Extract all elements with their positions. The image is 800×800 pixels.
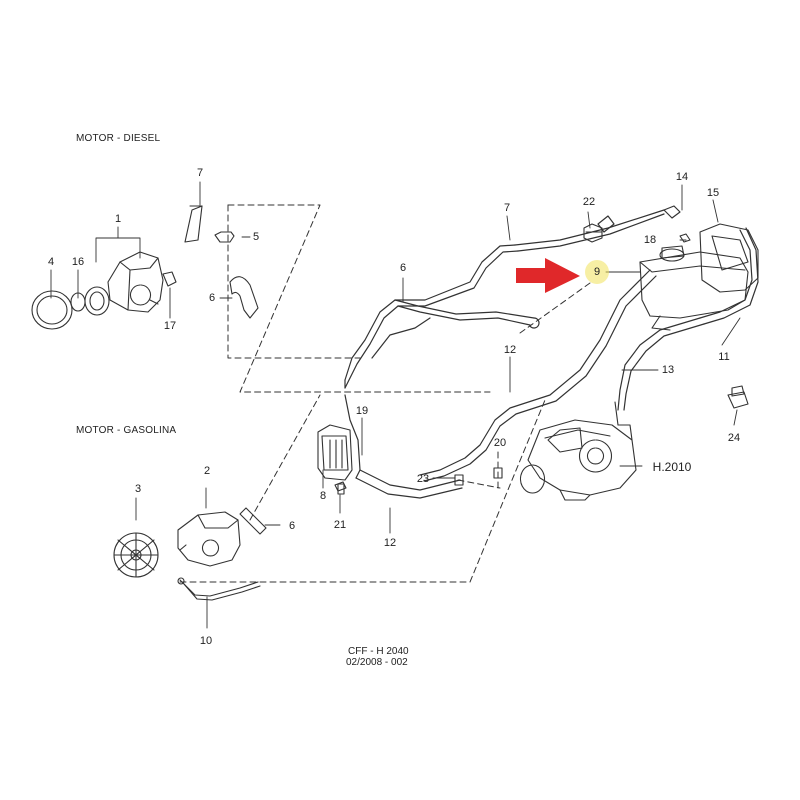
- part-label-17: 17: [163, 320, 177, 332]
- part-label-8: 8: [319, 490, 327, 502]
- fitting-24: [727, 385, 749, 409]
- part-label-6b: 6: [399, 262, 407, 274]
- part-label-1: 1: [114, 213, 122, 225]
- reference-code: CFF - H 2040: [348, 646, 409, 657]
- red-arrow-icon: [516, 258, 580, 293]
- part-label-4: 4: [47, 256, 55, 268]
- small-fittings: [337, 467, 503, 495]
- left-hoses: [184, 205, 259, 319]
- part-label-21: 21: [333, 519, 347, 531]
- part-label-3: 3: [134, 483, 142, 495]
- cooler-group: [317, 424, 353, 492]
- part-label-7b: 7: [503, 202, 511, 214]
- part-label-15: 15: [706, 187, 720, 199]
- diesel-pump-group: [31, 251, 177, 330]
- part-label-2: 2: [203, 465, 211, 477]
- main-lines: [344, 205, 759, 499]
- return-hose-10: [177, 577, 261, 601]
- highlight-marker: [585, 260, 609, 284]
- part-label-5: 5: [252, 231, 260, 243]
- part-label-20: 20: [493, 437, 507, 449]
- part-label-23: 23: [416, 473, 430, 485]
- reservoir-group: [583, 223, 759, 331]
- part-label-18: 18: [643, 234, 657, 246]
- dashed-connection-lines: [179, 204, 591, 583]
- part-label-11: 11: [718, 351, 730, 363]
- part-label-9: 9: [593, 266, 601, 278]
- gasoline-pump-group: [113, 507, 267, 578]
- assembly-reference: H.2010: [652, 460, 692, 474]
- part-label-19: 19: [355, 405, 369, 417]
- part-label-7a: 7: [196, 167, 204, 179]
- leader-lines: [50, 181, 741, 629]
- part-label-13: 13: [661, 364, 675, 376]
- part-label-24: 24: [727, 432, 741, 444]
- reference-date: 02/2008 - 002: [346, 657, 408, 668]
- part-label-16: 16: [71, 256, 85, 268]
- part-label-14: 14: [675, 171, 689, 183]
- part-label-12b: 12: [383, 537, 397, 549]
- part-label-6a: 6: [208, 292, 216, 304]
- part-label-12a: 12: [503, 344, 517, 356]
- diesel-section-title: MOTOR - DIESEL: [76, 133, 161, 144]
- steering-gear-group: [519, 401, 637, 501]
- gasoline-section-title: MOTOR - GASOLINA: [76, 425, 177, 436]
- part-label-10: 10: [199, 635, 213, 647]
- part-label-6c: 6: [288, 520, 296, 532]
- part-label-22: 22: [582, 196, 596, 208]
